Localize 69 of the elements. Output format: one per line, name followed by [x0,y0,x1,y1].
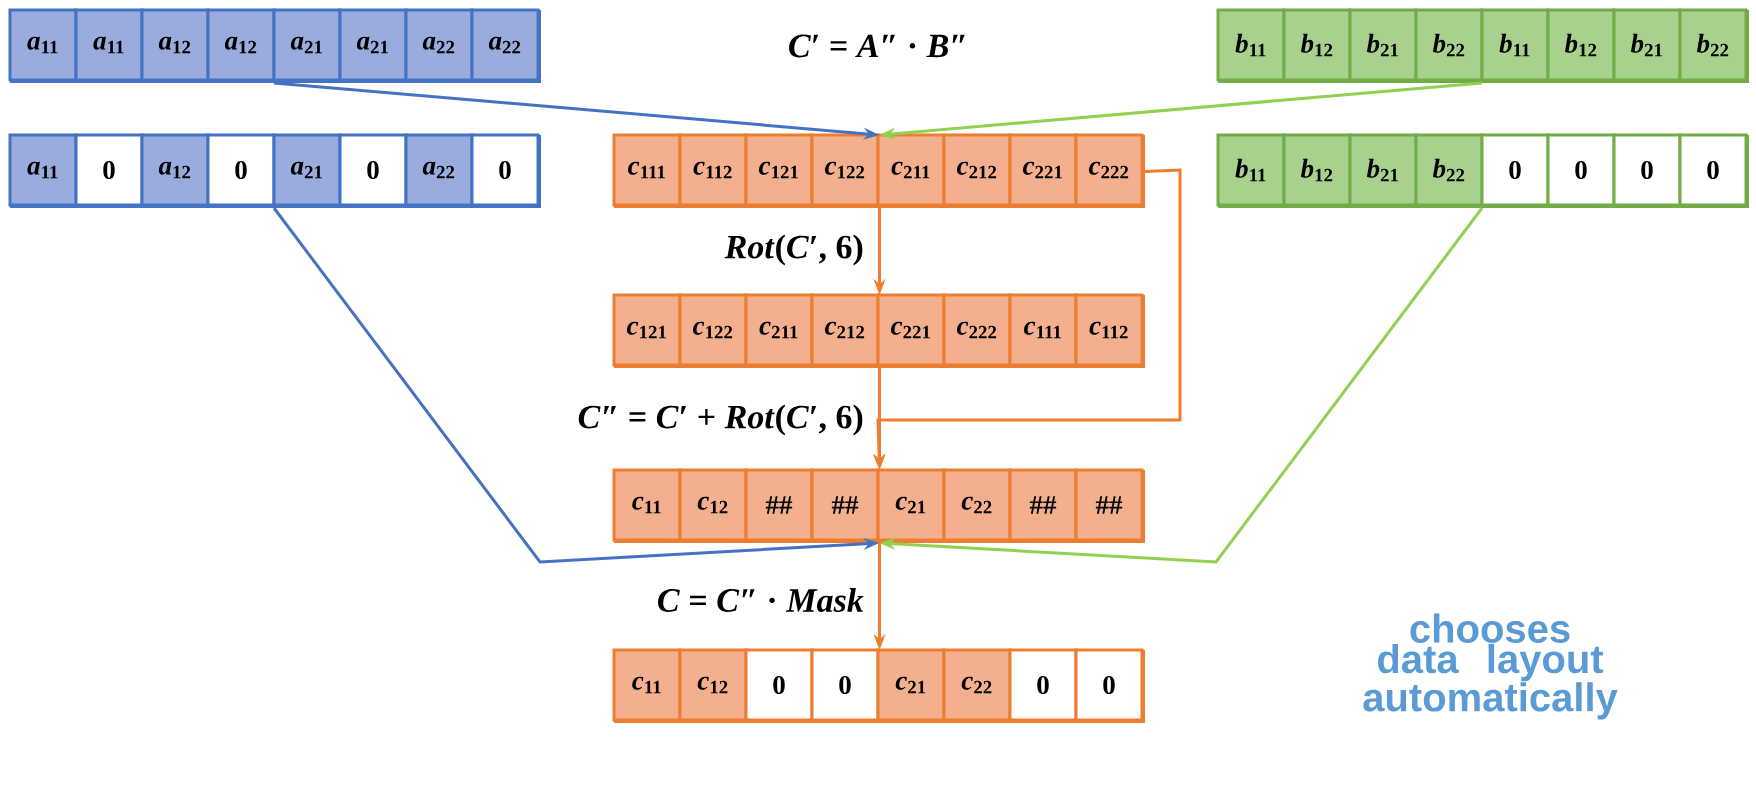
vector-cell: a$_{12}$ [140,8,210,82]
vector-cell: c$_{111}$ [1008,293,1078,367]
vector-cell: b$_{11}$ [1480,8,1550,82]
vector-cell: c$_{122}$ [810,133,880,207]
equation-label: Rot(C′, 6) [722,232,866,268]
vector-cell: c$_{221}$ [1008,133,1078,207]
vector-cell: 0 [1546,133,1616,207]
vector-cell: b$_{22}$ [1414,8,1484,82]
vector-cell: b$_{12}$ [1546,8,1616,82]
vector-cell: ## [1074,468,1144,542]
vector-cell: 0 [338,133,408,207]
vector-cell: c$_{11}$ [612,648,682,722]
vector-cell: c$_{11}$ [612,468,682,542]
vector-cell: c$_{222}$ [1074,133,1144,207]
vector-cell: c$_{22}$ [942,648,1012,722]
vector-cell: a$_{11}$ [74,8,144,82]
vector-cell: a$_{22}$ [470,8,540,82]
vector-cell: 0 [1008,648,1078,722]
vector-cell: c$_{121}$ [744,133,814,207]
vector-cell: 0 [1074,648,1144,722]
vector-cell: a$_{21}$ [338,8,408,82]
vector-cell: c$_{222}$ [942,293,1012,367]
vector-cell: a$_{21}$ [272,8,342,82]
vector-cell: b$_{11}$ [1216,8,1286,82]
vector-cell: b$_{22}$ [1678,8,1748,82]
equation-label: C″ = C′ + Rot(C′, 6) [575,402,866,438]
vector-cell: b$_{21}$ [1348,133,1418,207]
vector-cell: b$_{22}$ [1414,133,1484,207]
vector-cell: 0 [206,133,276,207]
vector-cell: 0 [1480,133,1550,207]
vector-cell: 0 [74,133,144,207]
vector-cell: c$_{111}$ [612,133,682,207]
vector-cell: c$_{21}$ [876,648,946,722]
vector-cell: 0 [1678,133,1748,207]
equation-label: C = C″ · Mask [654,586,866,614]
vector-cell: a$_{22}$ [404,8,474,82]
vector-cell: a$_{12}$ [140,133,210,207]
vector-cell: ## [744,468,814,542]
vector-cell: a$_{21}$ [272,133,342,207]
vector-cell: 0 [810,648,880,722]
vector-cell: a$_{12}$ [206,8,276,82]
vector-cell: c$_{112}$ [678,133,748,207]
vector-cell: c$_{211}$ [876,133,946,207]
vector-cell: c$_{22}$ [942,468,1012,542]
vector-cell: b$_{12}$ [1282,8,1352,82]
vector-cell: b$_{21}$ [1348,8,1418,82]
vector-cell: c$_{21}$ [876,468,946,542]
vector-cell: 0 [1612,133,1682,207]
vector-cell: c$_{211}$ [744,293,814,367]
vector-cell: c$_{212}$ [810,293,880,367]
vector-cell: c$_{221}$ [876,293,946,367]
equation-label: C′ = A″ · B″ [789,34,965,58]
vector-cell: c$_{12}$ [678,468,748,542]
vector-cell: 0 [470,133,540,207]
vector-cell: a$_{22}$ [404,133,474,207]
vector-cell: b$_{21}$ [1612,8,1682,82]
vector-cell: ## [810,468,880,542]
vector-cell: a$_{11}$ [8,133,78,207]
vector-cell: c$_{212}$ [942,133,1012,207]
vector-cell: b$_{12}$ [1282,133,1352,207]
vector-cell: a$_{11}$ [8,8,78,82]
vector-cell: ## [1008,468,1078,542]
vector-cell: c$_{12}$ [678,648,748,722]
vector-cell: c$_{122}$ [678,293,748,367]
vector-cell: b$_{11}$ [1216,133,1286,207]
note-text: chooses data layout automatically [1363,613,1618,720]
vector-cell: 0 [744,648,814,722]
vector-cell: c$_{121}$ [612,293,682,367]
vector-cell: c$_{112}$ [1074,293,1144,367]
